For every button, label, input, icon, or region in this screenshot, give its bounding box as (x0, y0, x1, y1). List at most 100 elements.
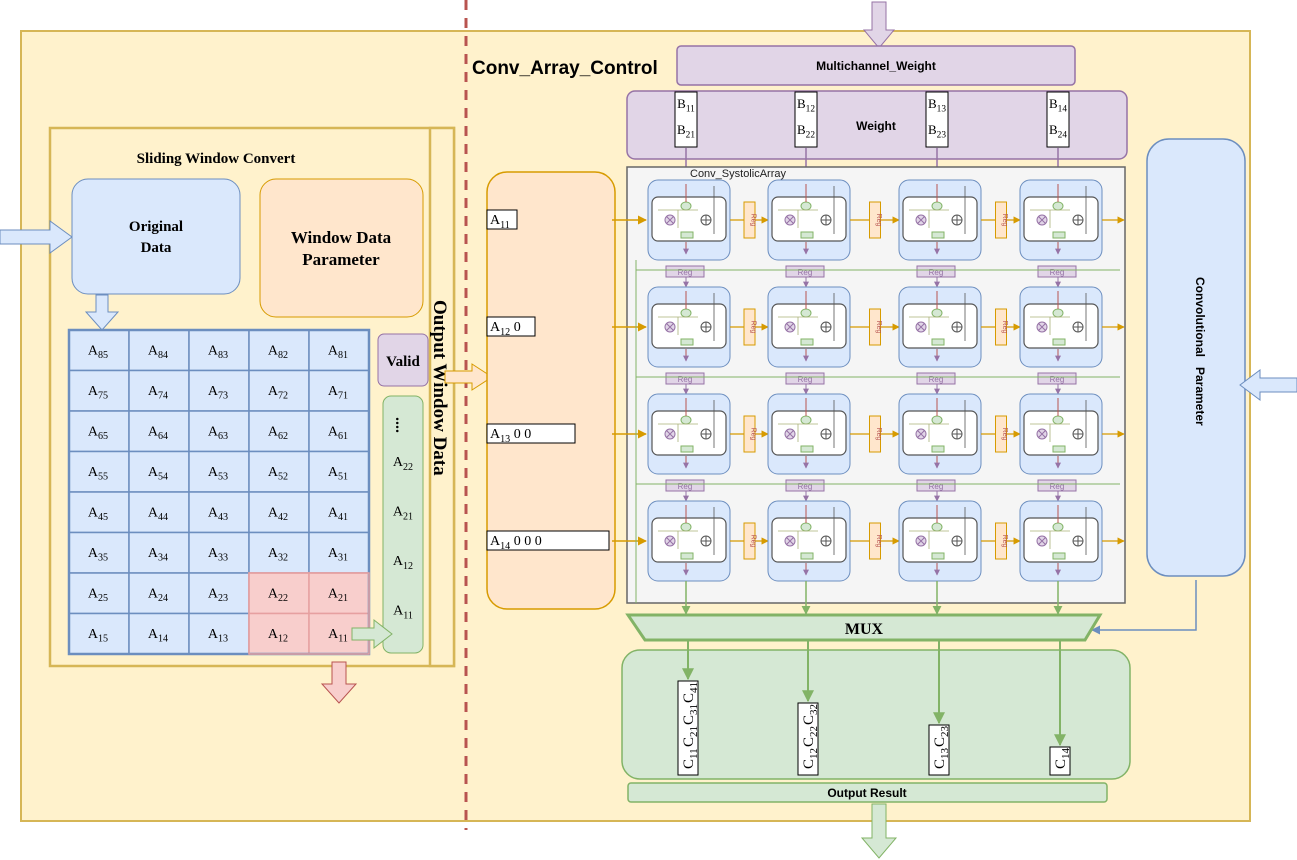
matrix-cell-label-sub: 75 (98, 391, 108, 402)
window-column-dots: .... (392, 417, 409, 433)
matrix-cell-label-sub: 32 (278, 553, 288, 564)
matrix-cell-label-sub: 14 (158, 634, 168, 645)
pe-acc-symbol (800, 552, 814, 560)
matrix-cell (128, 491, 190, 534)
original-data-box (71, 178, 241, 295)
weight-box (626, 90, 1128, 160)
multiplier-cross (786, 537, 794, 545)
matrix-cell-label-base: A (328, 424, 339, 439)
reg-horizontal (995, 415, 1007, 453)
input-tag (486, 316, 536, 337)
matrix-cell-label: A41 (328, 505, 348, 523)
window-column-item-sub: 22 (403, 462, 413, 473)
pe-register-symbol (1052, 415, 1064, 425)
multiplier-cross (666, 430, 674, 438)
reg-horizontal (995, 201, 1007, 239)
adder-plus (1073, 429, 1083, 439)
output-tag-sub: 11 (688, 748, 700, 759)
window-column-item: A21 (393, 505, 413, 523)
matrix-cell-label: A74 (148, 384, 168, 402)
processing-element (898, 500, 982, 582)
reg-vertical (785, 265, 825, 278)
matrix-cell-label-sub: 62 (278, 431, 288, 442)
pe-register-symbol (680, 415, 692, 425)
matrix-cell-label-sub: 65 (98, 431, 108, 442)
weight-tag-top-sub: 13 (937, 105, 947, 115)
reg-vertical (665, 479, 705, 492)
pe-wires (778, 423, 818, 442)
matrix-cell-label-base: A (88, 465, 99, 480)
reg-vertical (1037, 372, 1077, 385)
matrix-cell-label-sub: 64 (158, 431, 168, 442)
pe-wires (909, 423, 949, 442)
processing-element (1019, 179, 1103, 261)
weight-tag-top-base: B (677, 96, 686, 111)
matrix-cell-label-base: A (148, 424, 159, 439)
pe-inner (651, 196, 727, 242)
matrix-cell-label-base: A (268, 424, 279, 439)
matrix-cell-label-base: A (148, 586, 159, 601)
input-tag-label-tail: 0 (510, 320, 521, 335)
reg-vertical-label: Reg (678, 268, 693, 277)
matrix-cell-label: A52 (268, 465, 288, 483)
pe-inner (771, 410, 847, 456)
output-tag-label: C21 (681, 726, 700, 747)
window-column-item-sub: 21 (403, 511, 413, 522)
pe-inner (902, 517, 978, 563)
matrix-cell-label-base: A (148, 546, 159, 561)
reg-vertical (916, 265, 956, 278)
pe-inner (1023, 410, 1099, 456)
input-tag-label-tail: 0 0 (510, 427, 531, 442)
window-column-item-base: A (393, 554, 404, 569)
output-tag-label: C11 (681, 748, 700, 769)
matrix-cell-label-sub: 61 (338, 431, 348, 442)
weight-tag-bottom-sub: 23 (937, 131, 947, 141)
matrix-cell-label-sub: 84 (158, 350, 168, 361)
pe-register-symbol (680, 308, 692, 318)
matrix-cell-label: A31 (328, 546, 348, 564)
multiplier-cross (917, 537, 925, 545)
weight-tag (794, 91, 818, 148)
reg-vertical (1037, 479, 1077, 492)
reg-horizontal-label: Reg (750, 535, 757, 548)
pe-acc-symbol (800, 338, 814, 346)
matrix-cell (128, 369, 190, 412)
pe-register-symbol (680, 201, 692, 211)
multiplier-cross (666, 323, 674, 331)
pe-register-symbol (800, 522, 812, 532)
adder-plus (952, 536, 962, 546)
matrix-cell-label-base: A (148, 505, 159, 520)
weight-tag-top-sub: 14 (1058, 105, 1068, 115)
original-data-down-arrow (84, 294, 120, 331)
conv-array-control-title: Conv_Array_Control (472, 58, 658, 79)
reg-horizontal-label: Reg (1001, 535, 1008, 548)
pe-inner (651, 517, 727, 563)
matrix-cell-label: A82 (268, 343, 288, 361)
matrix-cell-label: A61 (328, 424, 348, 442)
pe-inner (902, 196, 978, 242)
matrix-cell-label-sub: 24 (158, 593, 168, 604)
output-tag-sub: 31 (688, 704, 700, 715)
window-column-item-base: A (393, 455, 404, 470)
weight-tag-bottom: B22 (797, 122, 815, 141)
multichannel-weight-label: Multichannel_Weight (816, 59, 936, 73)
matrix-cell-label-sub: 42 (278, 512, 288, 523)
window-param-label-line2: Parameter (302, 250, 380, 269)
pe-inner (1023, 303, 1099, 349)
matrix-cell-label-base: A (88, 505, 99, 520)
pe-register-symbol (1052, 522, 1064, 532)
window-column-item-base: A (393, 505, 404, 520)
matrix-cell-label: A42 (268, 505, 288, 523)
processing-element (767, 179, 851, 261)
reg-horizontal-label: Reg (750, 428, 757, 441)
weight-input-arrow (862, 1, 896, 49)
final-output-arrow (860, 803, 898, 859)
adder-plus (1073, 215, 1083, 225)
multiplier-cross (1038, 430, 1046, 438)
output-result-bar (627, 782, 1108, 803)
pe-register-symbol (800, 201, 812, 211)
matrix-cell-label: A44 (148, 505, 168, 523)
pe-acc-symbol (1052, 445, 1066, 453)
output-tag-sub: 23 (939, 725, 951, 737)
processing-element (647, 179, 731, 261)
